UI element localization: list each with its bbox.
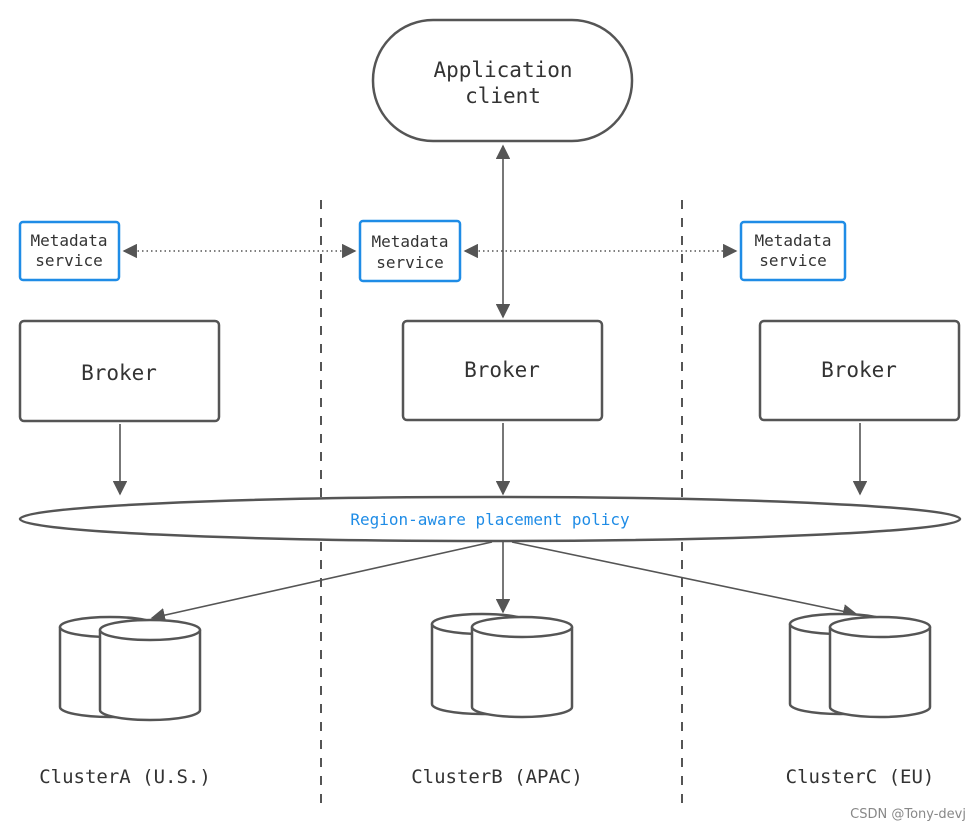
broker-a: Broker <box>18 319 221 423</box>
broker-c: Broker <box>758 319 961 422</box>
broker-c-box <box>758 319 961 422</box>
metadata-service-c-label-line2: service <box>759 251 826 270</box>
application-client: Application client <box>371 18 634 143</box>
metadata-service-b: Metadata service <box>358 219 462 283</box>
broker-c-label: Broker <box>821 358 897 382</box>
metadata-service-a: Metadata service <box>18 220 121 282</box>
watermark: CSDN @Tony-devj <box>850 807 966 822</box>
placement-policy-label: Region-aware placement policy <box>350 510 630 529</box>
metadata-service-b-box <box>358 219 462 283</box>
broker-b-label: Broker <box>464 358 540 382</box>
placement-policy-ellipse <box>18 495 962 543</box>
metadata-service-a-label-line1: Metadata <box>30 231 107 250</box>
metadata-service-b-label-line2: service <box>376 253 443 272</box>
broker-b-box <box>401 319 604 422</box>
application-client-label-line1: Application <box>433 58 572 82</box>
cluster-c-label: ClusterC (EU) <box>786 766 935 788</box>
metadata-service-c-label-line1: Metadata <box>754 231 831 250</box>
broker-a-box <box>18 319 221 423</box>
cluster-b-storage-icon <box>430 612 574 719</box>
cluster-a-label: ClusterA (U.S.) <box>39 766 211 788</box>
cluster-b-label: ClusterB (APAC) <box>411 766 583 788</box>
policy-cluster-c-arrow <box>511 541 858 619</box>
placement-policy: Region-aware placement policy <box>18 495 962 543</box>
cluster-a-storage-icon <box>58 615 202 722</box>
cluster-c-storage-icon <box>788 612 932 719</box>
metadata-service-c: Metadata service <box>739 220 847 282</box>
policy-cluster-a-arrow <box>150 541 493 623</box>
metadata-service-b-label-line1: Metadata <box>371 232 448 251</box>
metadata-service-c-box <box>739 220 847 282</box>
broker-a-label: Broker <box>81 361 157 385</box>
application-client-shape <box>371 18 634 143</box>
broker-b: Broker <box>401 319 604 422</box>
metadata-service-a-label-line2: service <box>35 251 102 270</box>
application-client-label-line2: client <box>465 84 541 108</box>
metadata-service-a-box <box>18 220 121 282</box>
